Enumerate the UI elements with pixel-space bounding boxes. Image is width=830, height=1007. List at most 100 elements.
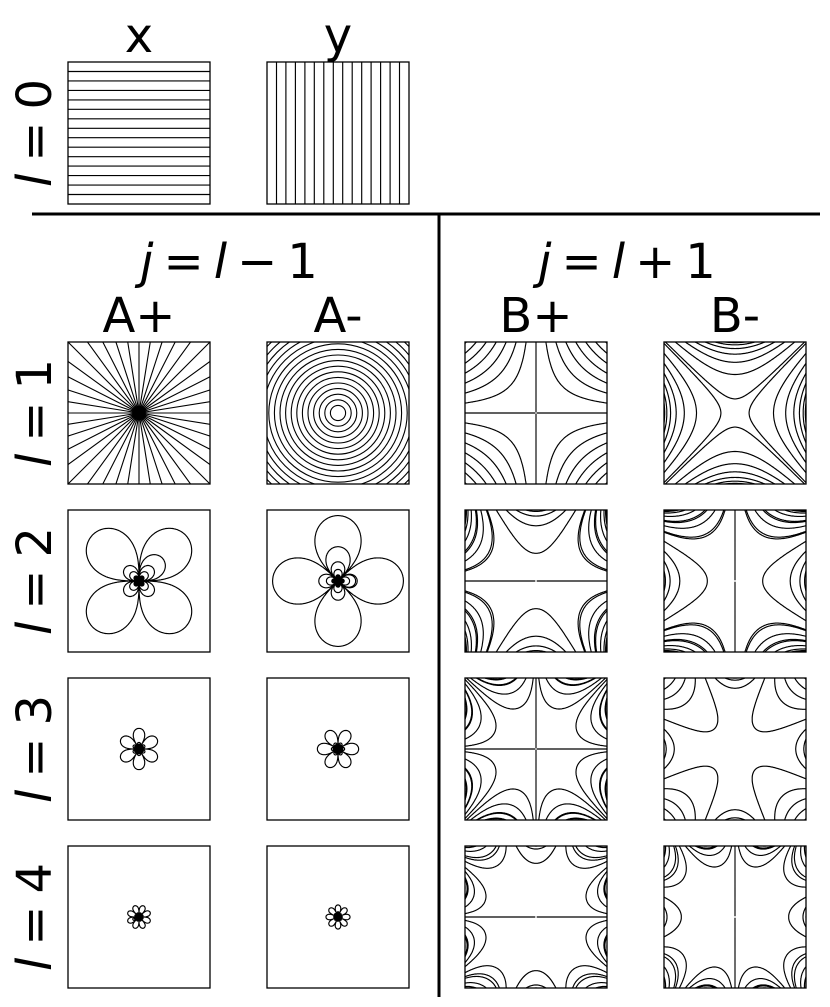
field-lines bbox=[316, 729, 360, 769]
panel-y-vertical bbox=[266, 61, 410, 205]
ring bbox=[324, 399, 352, 427]
field-lines bbox=[127, 905, 151, 929]
row-label-l2: l=2 bbox=[7, 527, 63, 635]
panel-frame bbox=[67, 61, 211, 205]
ring bbox=[313, 388, 363, 438]
ring bbox=[268, 343, 408, 483]
panel-frame bbox=[266, 341, 410, 485]
panel-l3-Aminus bbox=[266, 677, 410, 821]
panel-l2-Aplus bbox=[67, 509, 211, 653]
field-lines bbox=[465, 846, 607, 988]
panel-l3-Bplus bbox=[464, 677, 608, 821]
panel-frame bbox=[67, 341, 211, 485]
ring bbox=[296, 371, 380, 455]
panel-frame bbox=[464, 677, 608, 821]
radial-lines bbox=[68, 342, 210, 484]
panel-l4-Aplus bbox=[67, 845, 211, 989]
group-label-left: j=l−1 bbox=[134, 234, 318, 290]
panel-frame bbox=[464, 845, 608, 989]
ring bbox=[267, 342, 409, 484]
panel-l1-Bplus bbox=[464, 341, 608, 485]
panel-frame bbox=[663, 677, 807, 821]
panel-l3-Bminus bbox=[663, 677, 807, 821]
panel-frame bbox=[266, 61, 410, 205]
panel-frame bbox=[266, 845, 410, 989]
panel-vertical-lines bbox=[266, 61, 410, 205]
panel-lines bbox=[316, 729, 360, 769]
panel-frame bbox=[67, 845, 211, 989]
field-lines bbox=[664, 342, 806, 484]
ring bbox=[318, 393, 358, 433]
panel-horizontal-lines bbox=[67, 61, 211, 205]
row-label-l0: l=0 bbox=[7, 79, 63, 187]
panel-lines bbox=[664, 846, 806, 988]
ring bbox=[307, 382, 369, 444]
panel-frame bbox=[663, 509, 807, 653]
field-lines bbox=[465, 342, 607, 484]
column-label-a-minus: A- bbox=[313, 288, 362, 344]
field-lines bbox=[465, 678, 607, 820]
panel-frame bbox=[464, 341, 608, 485]
field-lines bbox=[272, 515, 404, 647]
field-lines bbox=[465, 510, 607, 652]
row-label-l4: l=4 bbox=[7, 863, 63, 971]
panel-lines bbox=[68, 70, 210, 196]
column-label-x: x bbox=[125, 8, 153, 64]
column-label-y: y bbox=[324, 8, 352, 64]
panel-l4-Bminus bbox=[663, 845, 807, 989]
panel-l4-Bplus bbox=[464, 845, 608, 989]
group-label-right: j=l+1 bbox=[532, 234, 716, 290]
row-label-l3: l=3 bbox=[7, 695, 63, 803]
panel-l1-Aplus bbox=[67, 341, 211, 485]
ring bbox=[329, 404, 347, 422]
panel-lines bbox=[465, 510, 607, 652]
panel-lines bbox=[465, 678, 607, 820]
panel-lines bbox=[465, 342, 607, 484]
ring bbox=[301, 376, 375, 450]
ring bbox=[273, 348, 403, 478]
panel-l4-Aminus bbox=[266, 845, 410, 989]
field-lines bbox=[119, 727, 159, 771]
column-label-b-minus: B- bbox=[710, 288, 760, 344]
panel-l2-Bplus bbox=[464, 509, 608, 653]
field-lines bbox=[664, 678, 806, 820]
ring bbox=[279, 354, 397, 472]
panel-lines bbox=[465, 846, 607, 988]
panel-frame bbox=[67, 509, 211, 653]
field-lines bbox=[664, 510, 806, 652]
ring bbox=[267, 342, 409, 484]
ring bbox=[285, 360, 391, 466]
column-label-b-plus: B+ bbox=[499, 288, 572, 344]
panel-frame bbox=[663, 845, 807, 989]
panel-l2-Aminus bbox=[266, 509, 410, 653]
pattern-grid bbox=[67, 341, 807, 989]
panel-frame bbox=[266, 509, 410, 653]
field-lines bbox=[664, 846, 806, 988]
panel-l3-Aplus bbox=[67, 677, 211, 821]
column-label-a-plus: A+ bbox=[102, 288, 175, 344]
panel-lines bbox=[119, 727, 159, 771]
ring bbox=[267, 342, 409, 484]
row-label-l1: l=1 bbox=[7, 359, 63, 467]
panel-lines bbox=[275, 62, 401, 204]
panel-x-horizontal bbox=[67, 61, 211, 205]
field-lines bbox=[85, 527, 193, 635]
panel-frame bbox=[663, 341, 807, 485]
panel-l1-Bminus bbox=[663, 341, 807, 485]
panel-lines bbox=[664, 342, 806, 484]
vertical-lines bbox=[275, 62, 401, 204]
panel-lines bbox=[68, 342, 210, 484]
panel-l2-Bminus bbox=[663, 509, 807, 653]
panel-lines bbox=[127, 905, 151, 929]
horizontal-lines bbox=[68, 70, 210, 196]
panel-l1-Aminus bbox=[266, 341, 410, 485]
panel-lines bbox=[85, 527, 193, 635]
panel-frame bbox=[266, 677, 410, 821]
panel-lines bbox=[272, 515, 404, 647]
panel-lines bbox=[664, 678, 806, 820]
field-lines bbox=[325, 904, 351, 930]
panel-frame bbox=[67, 677, 211, 821]
panel-lines bbox=[664, 510, 806, 652]
